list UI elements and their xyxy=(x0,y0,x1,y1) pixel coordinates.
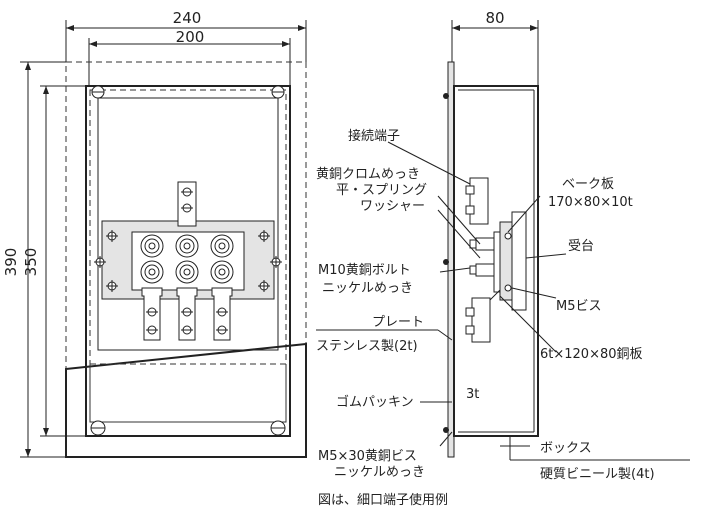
label-gasket-thickness: 3t xyxy=(466,387,479,402)
label-chrome-plating: 黄銅クロムめっき xyxy=(316,167,420,182)
label-box: ボックス xyxy=(540,441,592,456)
label-stainless: ステンレス製(2t) xyxy=(316,339,418,354)
side-view: 80 xyxy=(443,9,539,458)
dim-height-outer: 390 xyxy=(2,248,20,277)
label-plate: プレート xyxy=(372,315,424,330)
terminal-bolts xyxy=(140,234,234,284)
label-gasket: ゴムパッキン xyxy=(336,394,414,410)
label-spring-washer-1: 平・スプリング xyxy=(336,183,427,198)
dim-depth: 80 xyxy=(485,9,504,27)
label-bolt-1: M10黄銅ボルト xyxy=(318,263,411,278)
corner-screws xyxy=(90,85,286,436)
label-connection-terminal: 接続端子 xyxy=(348,128,400,144)
dim-width-inner: 200 xyxy=(176,28,205,46)
front-view: 240 200 390 350 xyxy=(2,9,307,458)
label-spring-washer-2: ワッシャー xyxy=(360,199,425,214)
label-box-material: 硬質ビニール製(4t) xyxy=(540,467,655,482)
figure-caption: 図は、細口端子使用例 xyxy=(318,492,448,508)
label-screw-2: ニッケルめっき xyxy=(334,465,425,480)
label-bake-board-2: 170×80×10t xyxy=(548,195,633,210)
label-receiver: 受台 xyxy=(568,239,594,254)
label-m5-screw: M5ビス xyxy=(556,299,602,314)
bake-board-screws xyxy=(94,230,282,292)
dim-height-inner: 350 xyxy=(22,248,40,277)
lower-terminal-lugs xyxy=(141,287,233,341)
leader-lines xyxy=(316,141,690,461)
dim-width-outer: 240 xyxy=(173,9,202,27)
label-bolt-2: ニッケルめっき xyxy=(322,281,413,296)
label-copper-plate: 6t×120×80銅板 xyxy=(540,347,643,362)
label-screw-1: M5×30黄銅ビス xyxy=(318,449,417,464)
labels: 接続端子 黄銅クロムめっき 平・スプリング ワッシャー M10黄銅ボルト ニッケ… xyxy=(316,128,655,482)
label-bake-board-1: ベーク板 xyxy=(562,177,614,192)
